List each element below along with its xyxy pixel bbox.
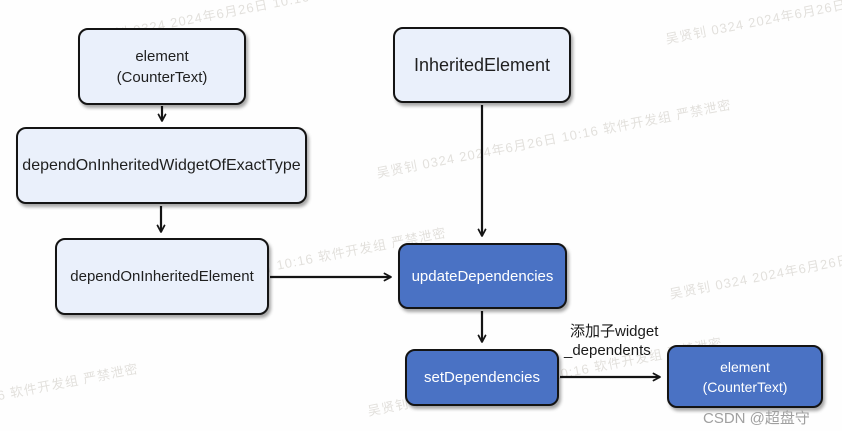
node-set-dependencies: setDependencies (405, 349, 559, 406)
node-label: (CounterText) (116, 68, 208, 86)
node-label: element (135, 47, 189, 65)
node-element-countertext-top: element (CounterText) (78, 28, 246, 105)
node-label: element (720, 358, 770, 375)
edge-label-add-child-widget: 添加子widget _dependents (564, 322, 658, 360)
node-inherited-element: InheritedElement (393, 27, 571, 103)
node-label: setDependencies (424, 369, 540, 386)
node-label: (CounterText) (702, 378, 788, 395)
node-update-dependencies: updateDependencies (398, 243, 567, 309)
edge-label-line1: 添加子widget (570, 323, 659, 340)
node-label: dependOnInheritedElement (70, 268, 254, 285)
csdn-credit: CSDN @超盘守 (703, 410, 810, 427)
edge-label-line2: _dependents (564, 342, 651, 359)
node-label: InheritedElement (413, 54, 551, 75)
node-depend-on-inherited-widget-of-exact-type: dependOnInheritedWidgetOfExactType (16, 127, 307, 204)
node-label: dependOnInheritedWidgetOfExactType (22, 156, 301, 174)
node-label: updateDependencies (411, 267, 554, 285)
node-depend-on-inherited-element: dependOnInheritedElement (55, 238, 269, 315)
node-element-countertext-bottom: element (CounterText) (667, 345, 823, 408)
